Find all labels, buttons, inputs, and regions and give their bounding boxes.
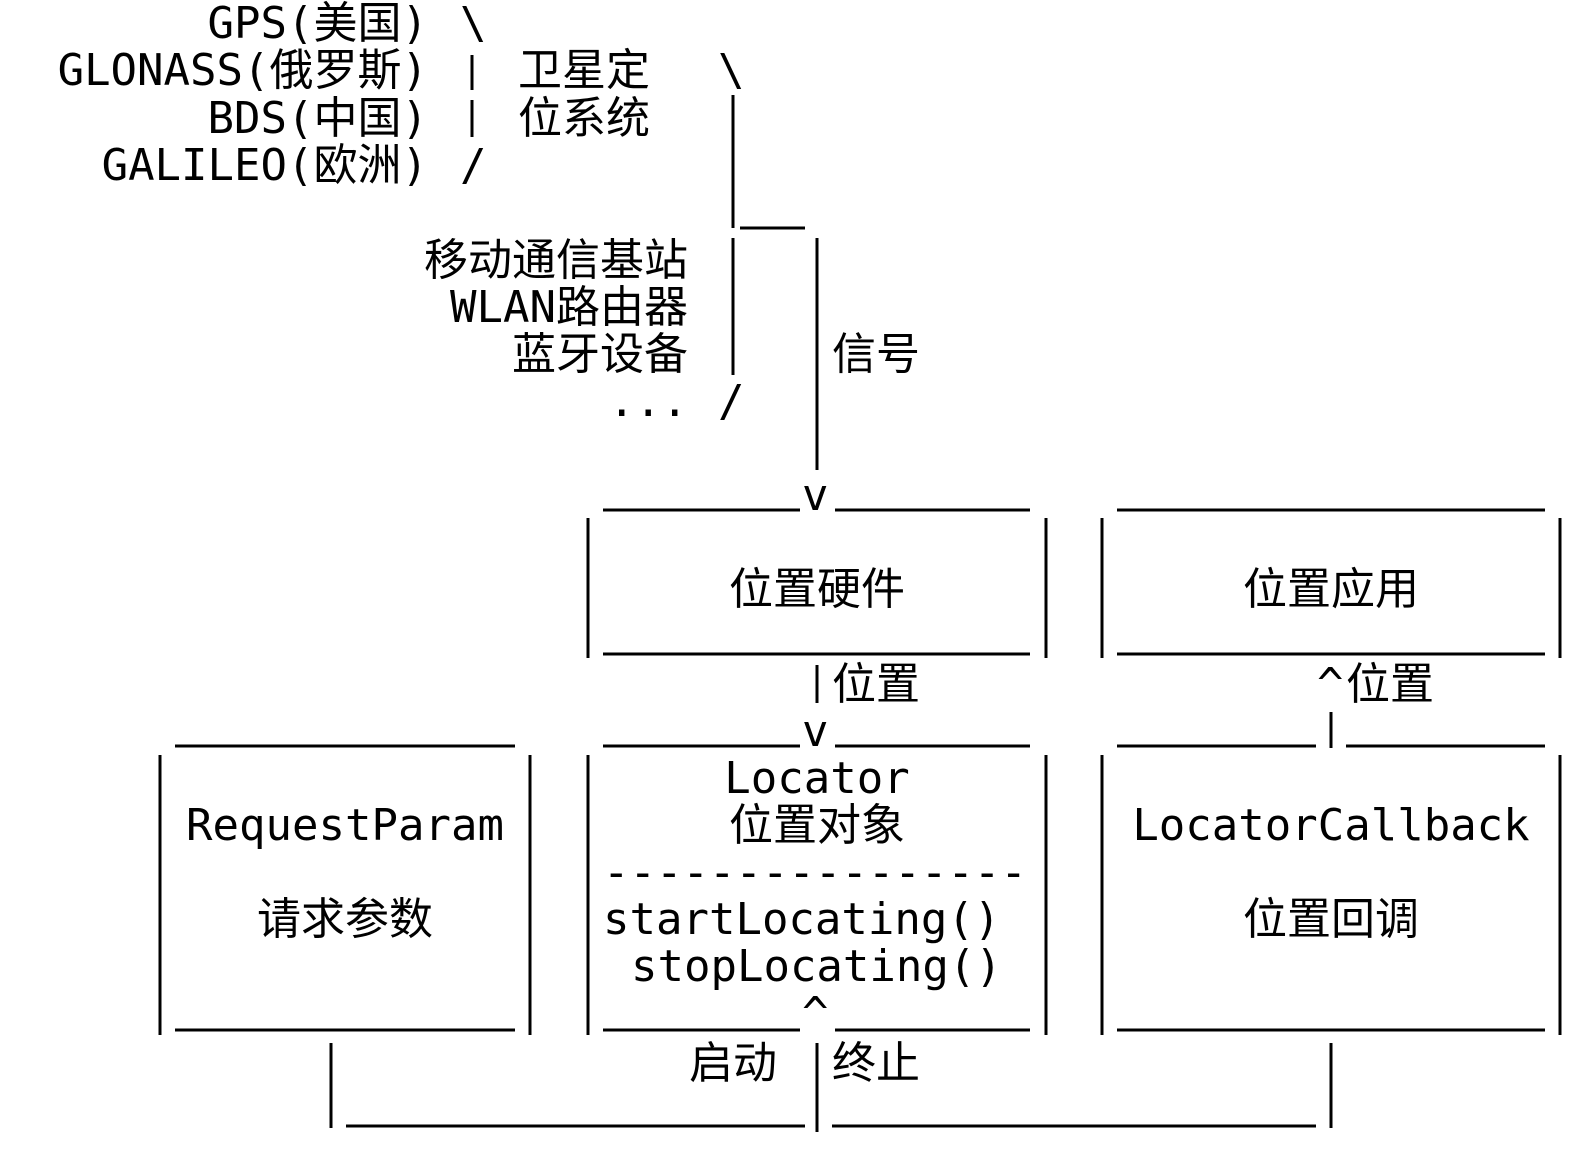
callback-position-arrow-head: ^ <box>1317 659 1344 710</box>
callback-position-label: 位置 <box>1346 659 1434 710</box>
locator-separator: ---------------- <box>603 847 1027 898</box>
request-param-name: RequestParam <box>186 800 504 851</box>
sat-bracket-slash: / <box>460 140 487 191</box>
gnss-bracket-backslash: \ <box>718 45 745 96</box>
locator-method-start: startLocating() <box>603 894 1001 945</box>
hardware-position-arrow-head: v <box>802 706 829 757</box>
gnss-label-line1: 卫星定 <box>518 45 650 96</box>
request-param-label: 请求参数 <box>257 894 433 945</box>
locator-method-stop: stopLocating() <box>631 941 1002 992</box>
callback-name: LocatorCallback <box>1132 800 1530 851</box>
signal-arrow-head: v <box>802 470 829 521</box>
locator-label: 位置对象 <box>729 800 905 851</box>
satellite-galileo: GALILEO(欧洲) <box>101 140 428 191</box>
satellite-glonass: GLONASS(俄罗斯) <box>57 45 428 96</box>
sat-bracket-backslash: \ <box>460 0 487 49</box>
satellite-bds: BDS(中国) <box>207 93 428 144</box>
stop-label: 终止 <box>832 1038 920 1089</box>
source-base-station: 移动通信基站 <box>424 235 688 286</box>
hardware-box-label: 位置硬件 <box>729 564 905 615</box>
locator-name: Locator <box>724 753 910 804</box>
start-label: 启动 <box>689 1038 777 1089</box>
source-bluetooth: 蓝牙设备 <box>512 329 688 380</box>
satellite-gps: GPS(美国) <box>207 0 428 49</box>
gnss-label-line2: 位系统 <box>518 93 650 144</box>
locator-loop-arrow-head: ^ <box>802 988 829 1039</box>
hardware-position-label: 位置 <box>832 659 920 710</box>
source-wlan-router: WLAN路由器 <box>450 282 688 333</box>
source-more: ... <box>608 376 688 427</box>
callback-label: 位置回调 <box>1243 894 1419 945</box>
signal-label: 信号 <box>832 329 920 380</box>
app-box-label: 位置应用 <box>1243 564 1419 615</box>
ground-bracket-slash: / <box>718 376 745 427</box>
